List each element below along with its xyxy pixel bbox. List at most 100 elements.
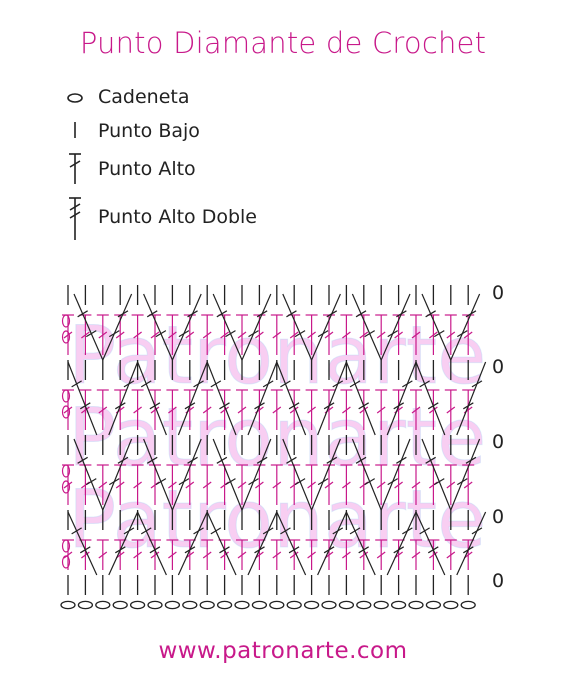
treble-crochet-stitch [311, 438, 341, 511]
row-end-marker: 0 [492, 431, 504, 453]
double-crochet-stitch-slash [359, 406, 369, 414]
treble-crochet-slash [355, 310, 367, 318]
treble-crochet-slash [364, 330, 375, 338]
double-crochet-stitch-slash [342, 406, 351, 414]
double-crochet-stitch-slash [115, 481, 125, 489]
chain-stitch [95, 600, 111, 610]
double-crochet-stitch-slash [411, 551, 421, 559]
treble-crochet-slash [140, 380, 152, 388]
treble-crochet-slash [146, 310, 158, 318]
double-crochet-symbol-icon [69, 153, 81, 184]
treble-crochet-slash [254, 546, 265, 554]
treble-crochet-slash [387, 478, 399, 486]
treble-crochet-stitch [206, 361, 237, 436]
treble-crochet-slash [326, 310, 338, 318]
treble-crochet-stitch [380, 293, 411, 361]
treble-crochet-slash [149, 546, 161, 554]
double-crochet-stitch-slash [324, 331, 334, 339]
chain-stitch [269, 600, 285, 610]
double-crochet-stitch-slash [376, 481, 386, 489]
treble-crochet-stitch [415, 361, 446, 436]
treble-crochet-stitch [247, 511, 278, 576]
double-crochet-stitch-slash [168, 406, 177, 414]
treble-crochet-stitch [171, 293, 202, 361]
treble-crochet-slash [123, 380, 135, 388]
turning-chain [61, 405, 71, 419]
chain-stitch [425, 600, 442, 610]
double-crochet-stitch-slash [168, 331, 177, 339]
treble-crochet-slash [187, 310, 198, 318]
double-crochet-stitch-slash [289, 331, 299, 339]
double-crochet-stitch-slash [463, 331, 473, 339]
stitch-legend: Cadeneta Punto Bajo Punto Alto Punto Alt… [60, 84, 360, 254]
treble-crochet-slash [402, 527, 413, 535]
treble-crochet-slash [225, 478, 236, 486]
treble-crochet-slash [117, 456, 129, 464]
treble-crochet-slash [402, 380, 413, 388]
treble-crochet-slash [433, 330, 445, 338]
treble-crochet-stitch [247, 361, 278, 436]
treble-crochet-slash [71, 527, 82, 535]
double-crochet-stitch-slash [272, 406, 282, 414]
turning-chain [61, 314, 71, 328]
double-crochet-stitch-slash [342, 331, 351, 339]
double-crochet-stitch-slash [237, 481, 247, 489]
chain-stitch [60, 600, 76, 610]
treble-crochet-slash [349, 527, 361, 535]
treble-crochet-stitch [415, 511, 446, 576]
double-crochet-stitch-slash [429, 331, 438, 339]
treble-crochet-slash [79, 546, 91, 554]
treble-crochet-stitch [137, 361, 167, 436]
double-crochet-stitch-slash [63, 331, 73, 339]
treble-crochet-slash [387, 330, 399, 338]
treble-crochet-slash [109, 478, 120, 486]
treble-crochet-stitch [67, 511, 98, 576]
legend-label-chain: Cadeneta [98, 86, 190, 108]
treble-crochet-slash [256, 310, 268, 318]
treble-crochet-slash [193, 380, 204, 388]
double-crochet-stitch-slash [411, 331, 421, 339]
double-crochet-stitch-slash [63, 481, 73, 489]
treble-crochet-slash [457, 330, 468, 338]
treble-crochet-slash [358, 546, 369, 554]
treble-crochet-slash [419, 527, 430, 535]
legend-label-treble-crochet: Punto Alto Doble [98, 206, 257, 228]
treble-crochet-slash [77, 456, 88, 464]
chain-stitch [199, 600, 215, 610]
treble-crochet-slash [427, 402, 439, 410]
treble-crochet-stitch [386, 511, 417, 576]
row-end-marker: 0 [492, 356, 504, 378]
turning-chain [61, 464, 71, 478]
chain-stitch [251, 600, 268, 610]
treble-crochet-slash [79, 402, 91, 410]
treble-crochet-stitch [67, 361, 98, 436]
chain-stitch [112, 600, 128, 610]
treble-crochet-slash [225, 330, 236, 338]
treble-crochet-stitch [73, 438, 104, 511]
double-crochet-stitch-slash [446, 331, 456, 339]
double-crochet-stitch-slash [359, 551, 369, 559]
treble-crochet-slash [109, 330, 120, 338]
treble-crochet-stitch [421, 438, 452, 511]
treble-crochet-slash [210, 380, 222, 388]
double-crochet-stitch-slash [220, 551, 229, 559]
treble-crochet-slash [262, 527, 274, 535]
chain-stitch [303, 600, 320, 610]
double-crochet-stitch-slash [446, 481, 456, 489]
double-crochet-stitch-slash [220, 331, 229, 339]
treble-crochet-stitch [108, 511, 139, 576]
double-crochet-stitch-slash [324, 481, 334, 489]
double-crochet-stitch-slash [255, 481, 264, 489]
treble-crochet-stitch [102, 438, 133, 511]
treble-crochet-stitch [351, 438, 382, 511]
treble-crochet-slash [323, 546, 335, 554]
double-crochet-stitch-slash [376, 551, 386, 559]
double-crochet-stitch-slash [446, 551, 456, 559]
treble-crochet-slash [463, 402, 474, 410]
treble-crochet-slash [396, 456, 407, 464]
treble-crochet-stitch [276, 361, 307, 436]
double-crochet-stitch-slash [133, 331, 142, 339]
treble-crochet-stitch [317, 361, 347, 436]
double-crochet-stitch-slash [220, 406, 229, 414]
